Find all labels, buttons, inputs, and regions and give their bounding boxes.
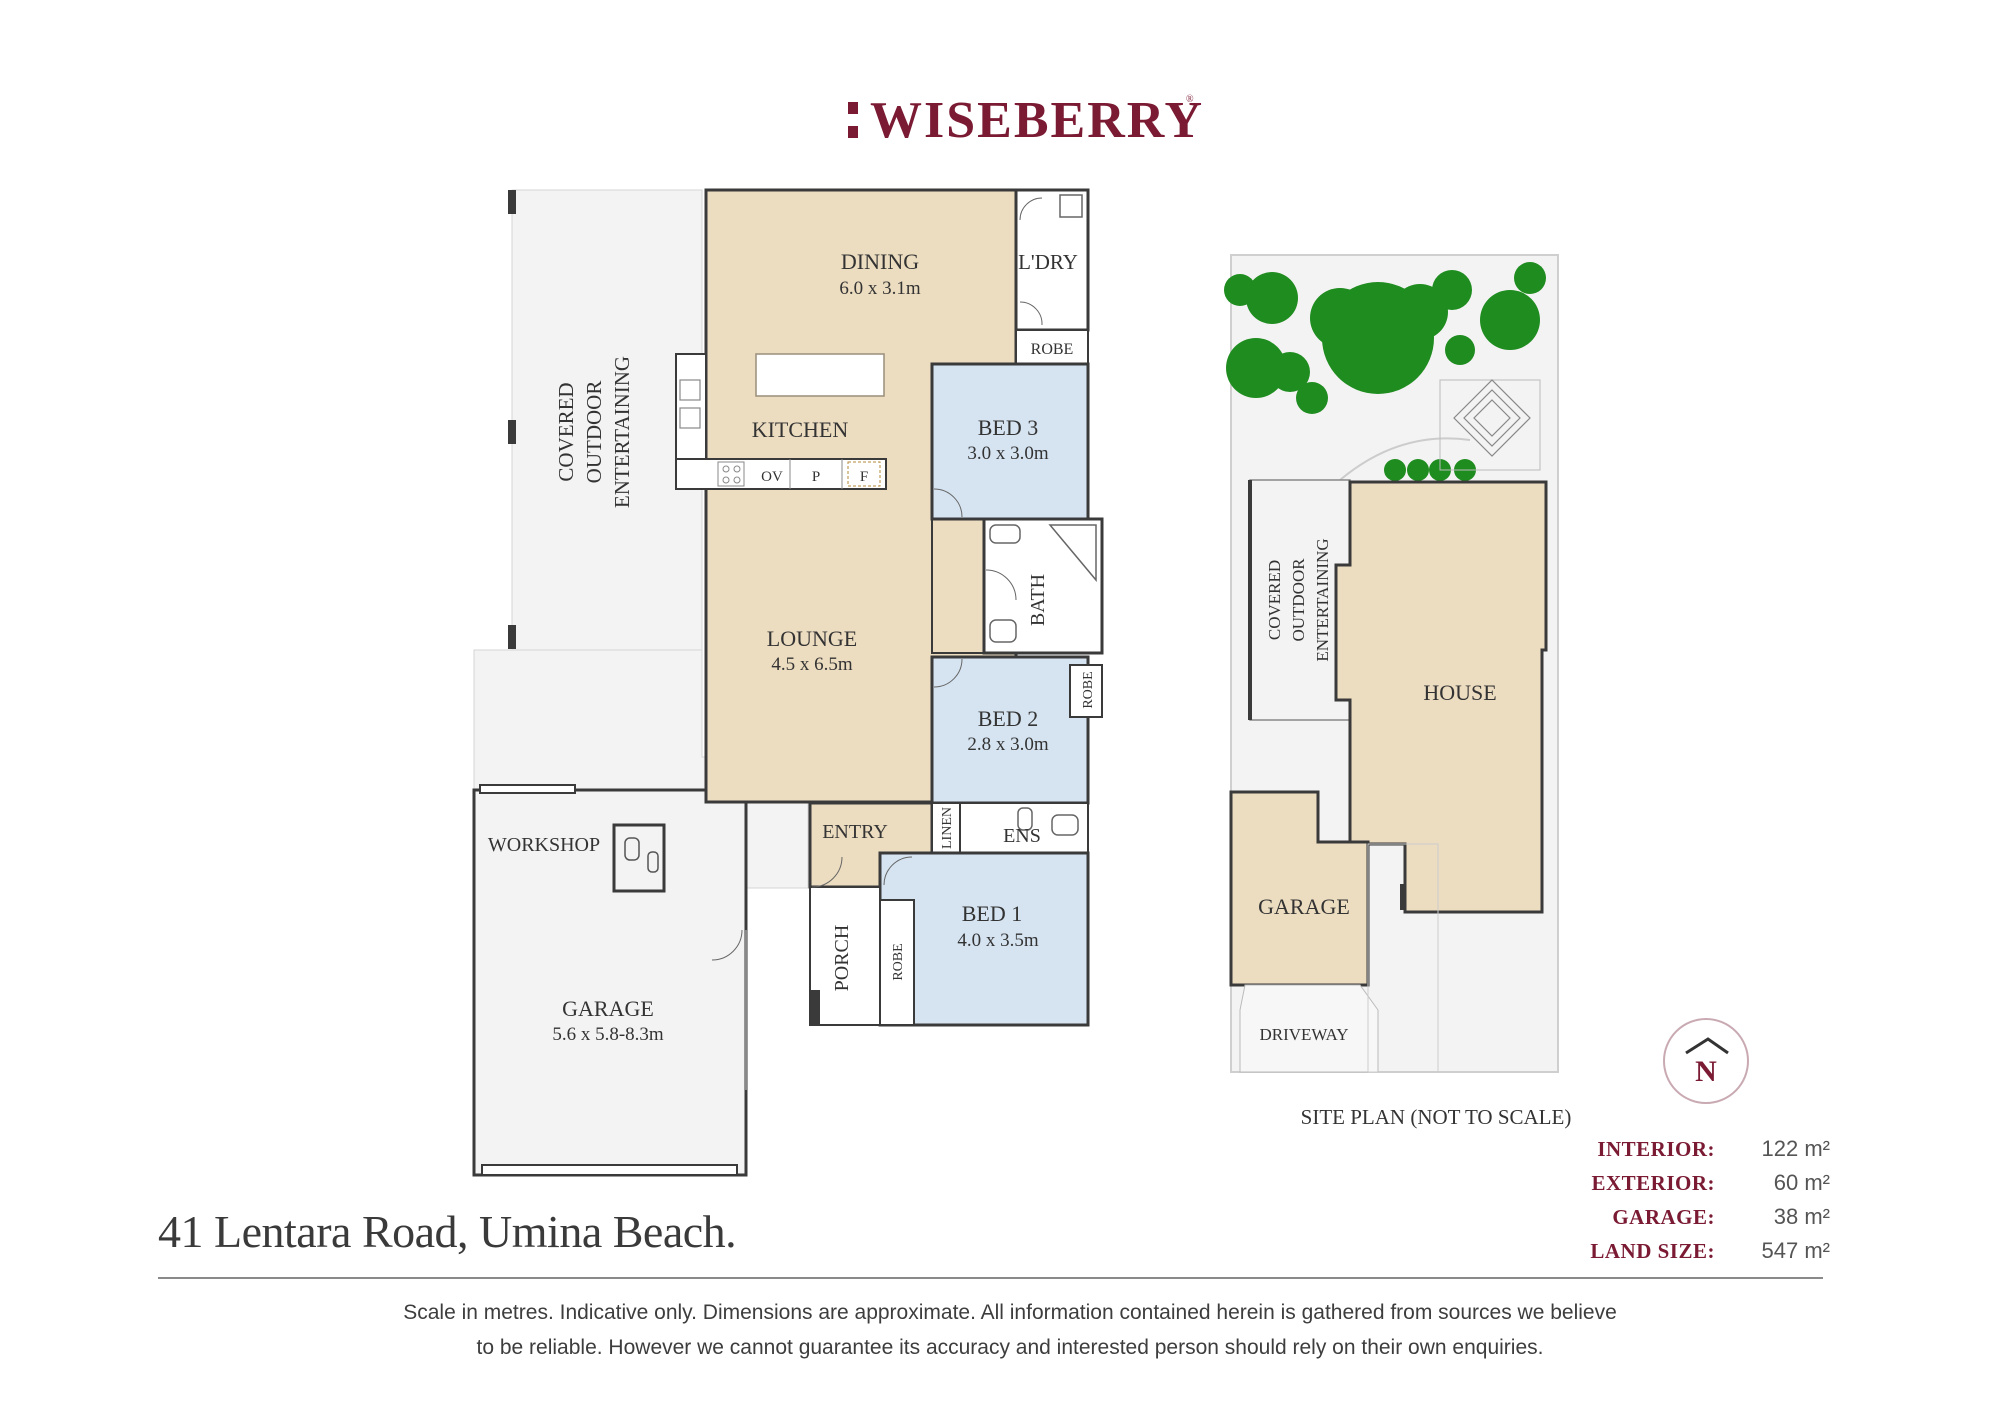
garage-label: GARAGE <box>562 996 654 1021</box>
bed1-size: 4.0 x 3.5m <box>957 930 1039 951</box>
disclaimer: Scale in metres. Indicative only. Dimens… <box>300 1295 1720 1365</box>
site-outdoor-line1: COVERED <box>1265 560 1284 640</box>
porch-label: PORCH <box>831 925 853 992</box>
area-label: LAND SIZE: <box>1590 1238 1715 1263</box>
rotary-clothesline-icon <box>1453 379 1531 457</box>
lounge-label: LOUNGE <box>767 626 857 651</box>
kitchen-island <box>755 353 885 397</box>
outdoor-label-line3: ENTERTAINING <box>610 356 634 508</box>
bed1-label: BED 1 <box>962 901 1023 926</box>
entry-label: ENTRY <box>822 821 888 843</box>
linen-label: LINEN <box>940 807 955 849</box>
bath-room <box>982 517 1104 655</box>
robe-bed1-label: ROBE <box>891 943 906 980</box>
ensuite-room <box>959 802 1089 854</box>
area-summary: INTERIOR: 122 m² EXTERIOR: 60 m² GARAGE: 38 m… <box>1560 1132 1830 1268</box>
property-address: 41 Lentara Road, Umina Beach. <box>158 1206 737 1257</box>
area-label: GARAGE: <box>1612 1204 1715 1229</box>
area-row: EXTERIOR: 60 m² <box>1560 1166 1830 1200</box>
compass-north-label: N <box>1695 1055 1717 1088</box>
bed3-label: BED 3 <box>978 415 1039 440</box>
site-outdoor-line3: ENTERTAINING <box>1313 538 1332 661</box>
pantry-label: P <box>812 469 820 485</box>
area-value: 547 m² <box>1761 1238 1830 1263</box>
robe-top-label: ROBE <box>1031 341 1074 358</box>
outdoor-label-line1: COVERED <box>554 382 578 481</box>
kitchen-label: KITCHEN <box>752 417 849 442</box>
area-value: 60 m² <box>1773 1170 1830 1195</box>
dining-size: 6.0 x 3.1m <box>839 278 921 299</box>
bed2-size: 2.8 x 3.0m <box>967 734 1049 755</box>
porch-area <box>809 886 881 1026</box>
site-outdoor-line2: OUTDOOR <box>1289 558 1308 642</box>
ens-label: ENS <box>1003 825 1041 847</box>
divider-line <box>158 1277 1823 1279</box>
laundry-label: L'DRY <box>1018 250 1078 274</box>
site-garage <box>1229 790 1370 987</box>
area-row: LAND SIZE: 547 m² <box>1560 1234 1830 1268</box>
north-arrow-icon: N <box>1663 1018 1749 1104</box>
area-value: 122 m² <box>1761 1136 1830 1161</box>
site-driveway-label: DRIVEWAY <box>1259 1025 1348 1044</box>
site-plan-caption: SITE PLAN (NOT TO SCALE) <box>1301 1105 1572 1129</box>
area-value: 38 m² <box>1773 1204 1830 1229</box>
site-plan: COVERED OUTDOOR ENTERTAINING HOUSE GARAG… <box>1224 254 1572 1129</box>
garage-room <box>472 788 748 1177</box>
bath-label: BATH <box>1027 574 1049 626</box>
wiseberry-logo: WISEBERRY ® <box>848 92 1204 149</box>
bed2-label: BED 2 <box>978 706 1039 731</box>
disclaimer-line-2: to be reliable. However we cannot guaran… <box>476 1336 1544 1359</box>
workshop-label: WORKSHOP <box>488 834 600 856</box>
site-house-label: HOUSE <box>1423 680 1496 705</box>
brand-name: WISEBERRY <box>870 92 1204 149</box>
laundry-room <box>1014 188 1090 332</box>
bed2-room <box>930 655 1090 805</box>
dining-label: DINING <box>841 249 919 274</box>
garage-size: 5.6 x 5.8-8.3m <box>552 1024 664 1045</box>
outdoor-label-line2: OUTDOOR <box>582 381 606 484</box>
oven-label: OV <box>761 469 783 485</box>
brand-mark: ® <box>1186 94 1194 105</box>
area-label: INTERIOR: <box>1597 1136 1715 1161</box>
area-label: EXTERIOR: <box>1591 1170 1715 1195</box>
area-row: INTERIOR: 122 m² <box>1560 1132 1830 1166</box>
site-garage-label: GARAGE <box>1258 894 1350 919</box>
bed3-room <box>930 362 1090 521</box>
bed3-size: 3.0 x 3.0m <box>967 443 1049 464</box>
lounge-size: 4.5 x 6.5m <box>771 654 853 675</box>
main-floor-plan: OV P F <box>472 188 1104 1177</box>
covered-outdoor-area <box>511 189 703 651</box>
fridge-label: F <box>860 469 868 485</box>
robe-bed2-label: ROBE <box>1081 671 1096 708</box>
area-row: GARAGE: 38 m² <box>1560 1200 1830 1234</box>
main-plan-labels: DINING 6.0 x 3.1m KITCHEN LOUNGE 4.5 x 6… <box>488 249 1096 1045</box>
disclaimer-line-1: Scale in metres. Indicative only. Dimens… <box>403 1301 1617 1324</box>
